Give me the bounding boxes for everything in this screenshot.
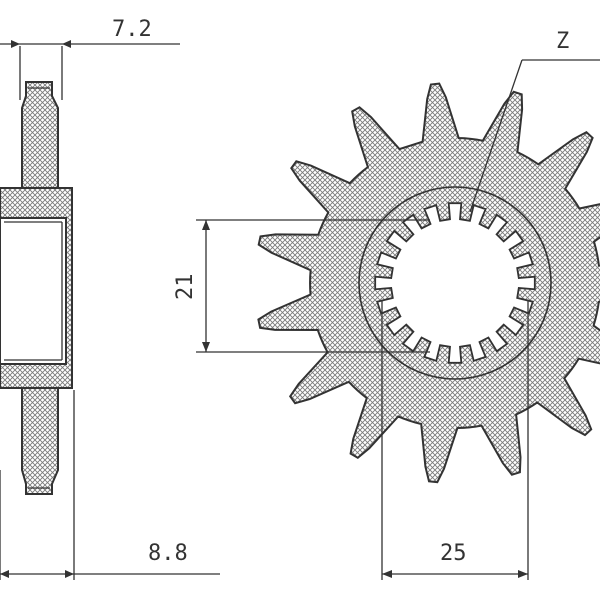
dim-7-2-arrow-left (11, 40, 20, 48)
z-leader-line (469, 59, 523, 213)
side-view-bottom-tooth (21, 387, 59, 495)
dim-label-7-2: 7.2 (112, 17, 152, 42)
hub-ring (358, 186, 552, 380)
dim-label-25: 25 (440, 541, 467, 566)
bore-inner-circle (398, 226, 512, 340)
dim-label-21: 21 (173, 274, 198, 301)
side-view-top-tooth (21, 81, 59, 189)
dim-21-arrow-top (202, 220, 210, 230)
side-view-bore (0, 217, 67, 365)
dim-21-arrow-bottom (202, 342, 210, 352)
front-view: Z 21 25 (173, 29, 600, 580)
dim-label-8-8: 8.8 (148, 541, 188, 566)
dim-8-8-arrow-right (65, 570, 74, 578)
dim-7-2-arrow-right (62, 40, 71, 48)
dim-25-arrow-left (382, 570, 392, 578)
tooth-count-label: Z (556, 29, 569, 54)
side-view: 7.2 8.8 (0, 17, 220, 580)
dim-8-8-arrow-left (0, 570, 9, 578)
dim-25-arrow-right (518, 570, 528, 578)
